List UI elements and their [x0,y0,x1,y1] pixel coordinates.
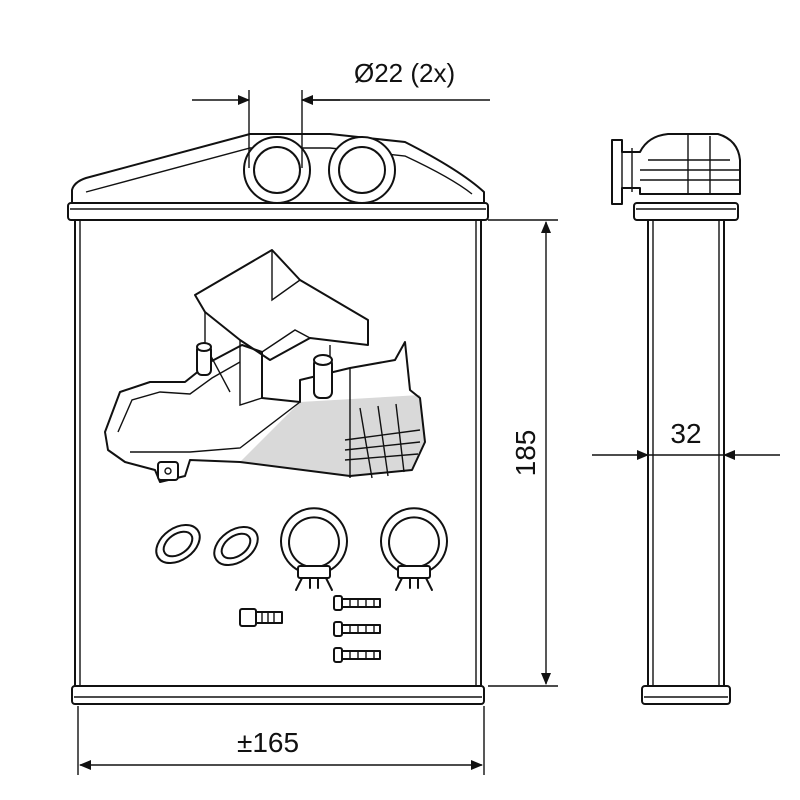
o-ring-seal-1 [155,523,201,565]
shroud-mounting-tab [157,461,179,481]
pipe-clamp-1 [280,507,348,591]
top-flange [67,202,489,221]
dimension-label-width: ±165 [237,727,299,758]
heater-core-side-view [611,133,741,705]
screw-1 [333,595,381,611]
dimension-label-height: 185 [510,430,541,477]
side-bottom-flange [641,685,731,705]
plastic-shroud [104,249,426,483]
shroud-nozzle-right [313,354,333,399]
dimension-depth: 32 [592,418,780,460]
screw-2 [333,621,381,637]
shroud-ribs [344,403,421,479]
shroud-shade [240,395,425,476]
dimension-port-diameter: Ø22 (2x) [192,58,490,168]
dimension-height: 185 [488,219,558,687]
pipe-clamp-2 [380,507,448,591]
shroud-inner-edge [117,361,301,453]
dimension-label-port-diameter: Ø22 (2x) [354,58,455,88]
outlet-port-right [328,136,396,204]
dimension-width: ±165 [77,706,485,775]
shroud-upper-duct [194,249,369,361]
side-core-body [647,219,725,687]
bottom-flange [71,685,485,705]
heater-core-front-view [67,133,489,705]
o-ring-seal-2 [213,525,259,567]
side-top-flange [633,202,739,221]
side-pipe-fitting [611,133,741,205]
outlet-port-left [243,136,311,204]
shroud-nozzle-left [196,342,212,376]
screw-3 [333,647,381,663]
screw-socket-head [239,608,283,627]
dimension-label-depth: 32 [670,418,701,449]
